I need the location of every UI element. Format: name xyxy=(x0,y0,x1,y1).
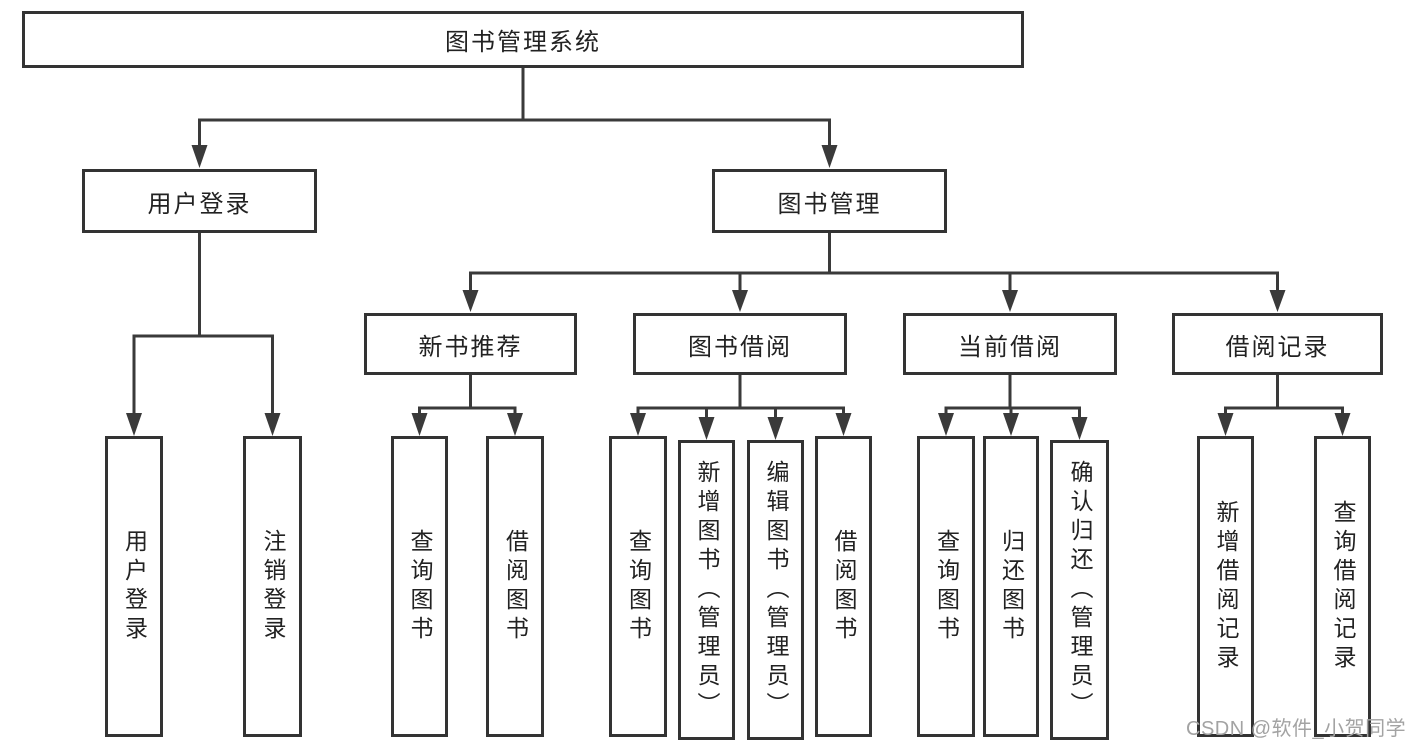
arrowhead xyxy=(767,417,784,440)
arrowhead xyxy=(1217,413,1234,436)
arrowhead xyxy=(507,413,523,436)
leaf-bb-query-books: 查询图书 xyxy=(609,436,667,737)
node-borrow-records: 借阅记录 xyxy=(1172,313,1383,375)
leaf-bb-add-books-admin: 新增图书（管理员） xyxy=(678,440,735,740)
leaf-nbr-query-books: 查询图书 xyxy=(391,436,448,737)
connector-new-book-recommend xyxy=(411,375,523,436)
node-label: 新增图书（管理员） xyxy=(694,459,720,721)
arrowhead xyxy=(835,413,852,436)
arrowhead xyxy=(411,413,428,436)
node-label: 借阅记录 xyxy=(1225,333,1330,361)
arrowhead xyxy=(126,413,142,436)
node-label: 查询图书 xyxy=(625,528,652,645)
arrowhead xyxy=(264,413,281,436)
leaf-cb-confirm-return-admin: 确认归还（管理员） xyxy=(1050,440,1109,740)
leaf-logout: 注销登录 xyxy=(243,436,302,737)
node-label: 归还图书 xyxy=(998,528,1025,645)
node-label: 当前借阅 xyxy=(958,333,1062,361)
node-label: 确认归还（管理员） xyxy=(1067,459,1093,721)
leaf-user-login: 用户登录 xyxy=(105,436,163,737)
arrowhead xyxy=(1002,290,1018,312)
connector-current-borrow xyxy=(938,375,1088,440)
node-label: 图书管理系统 xyxy=(445,29,601,56)
node-label: 编辑图书（管理员） xyxy=(763,459,789,721)
node-label: 借阅图书 xyxy=(831,528,857,645)
connector-book-borrow xyxy=(630,375,852,440)
arrowhead xyxy=(732,290,748,312)
arrowhead xyxy=(1071,417,1088,440)
node-user-login-branch: 用户登录 xyxy=(82,169,317,233)
node-label: 查询借阅记录 xyxy=(1330,499,1356,674)
node-library-system: 图书管理系统 xyxy=(22,11,1024,68)
arrowhead xyxy=(821,145,838,168)
arrowhead xyxy=(462,290,479,312)
connector-root xyxy=(191,68,838,168)
arrowhead xyxy=(1003,413,1019,436)
node-label: 新书推荐 xyxy=(418,333,523,361)
node-book-borrow: 图书借阅 xyxy=(633,313,847,375)
node-book-management: 图书管理 xyxy=(712,169,947,233)
node-label: 图书管理 xyxy=(777,190,882,218)
leaf-cb-return-books: 归还图书 xyxy=(983,436,1039,737)
arrowhead xyxy=(938,413,954,436)
leaf-cb-query-books: 查询图书 xyxy=(917,436,975,737)
node-label: 查询图书 xyxy=(933,528,960,645)
node-current-borrow: 当前借阅 xyxy=(903,313,1117,375)
leaf-br-query-record: 查询借阅记录 xyxy=(1314,436,1371,737)
arrowhead xyxy=(1334,413,1351,436)
connector-borrow-records xyxy=(1217,375,1351,436)
node-label: 新增借阅记录 xyxy=(1213,499,1239,674)
leaf-bb-borrow-books: 借阅图书 xyxy=(815,436,872,737)
node-label: 注销登录 xyxy=(260,528,286,645)
connector-book-management xyxy=(462,233,1286,312)
arrowhead xyxy=(630,413,646,436)
node-label: 用户登录 xyxy=(121,528,148,645)
connector-user-login xyxy=(126,233,281,436)
leaf-br-add-record: 新增借阅记录 xyxy=(1197,436,1254,737)
arrowhead xyxy=(698,417,715,440)
csdn-watermark: CSDN @软件_小贺同学 xyxy=(1186,718,1405,740)
arrowhead xyxy=(191,145,208,168)
leaf-nbr-borrow-books: 借阅图书 xyxy=(486,436,544,737)
arrowhead xyxy=(1269,290,1286,312)
node-label: 图书借阅 xyxy=(688,333,792,361)
leaf-bb-edit-books-admin: 编辑图书（管理员） xyxy=(747,440,804,740)
node-new-book-recommend: 新书推荐 xyxy=(364,313,577,375)
node-label: 查询图书 xyxy=(407,528,433,645)
node-label: 借阅图书 xyxy=(502,528,529,645)
node-label: 用户登录 xyxy=(147,190,252,218)
